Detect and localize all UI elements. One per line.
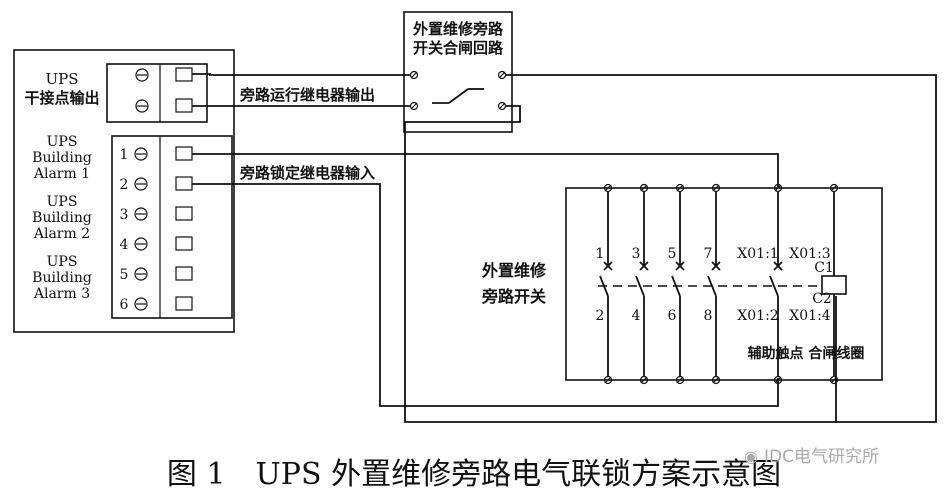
bypass-lock-relay-input-label: 旁路锁定继电器输入 bbox=[239, 164, 375, 182]
switch-title-line1: 外置维修 bbox=[481, 261, 547, 280]
alarm-1-label-line2: Building bbox=[32, 150, 92, 166]
coil-label-c1: C1 bbox=[814, 260, 834, 276]
alarm-2-label-line2: Building bbox=[32, 210, 92, 226]
bypass-closing-loop-box bbox=[403, 11, 513, 133]
contact-blade bbox=[671, 275, 681, 297]
screw-terminal-icon bbox=[675, 375, 685, 385]
screw-terminal-icon bbox=[134, 237, 148, 251]
switch-top-terminal: 5 bbox=[668, 246, 677, 262]
screw-terminal-icon bbox=[409, 101, 419, 111]
alarm-2-label-line1: UPS bbox=[47, 194, 78, 210]
watermark-text: IDC电气研究所 bbox=[764, 447, 879, 467]
switch-top-terminal: 7 bbox=[704, 246, 713, 262]
switch-bottom-terminal: 6 bbox=[668, 308, 677, 324]
figure-caption: 图 1 UPS 外置维修旁路电气联锁方案示意图 bbox=[167, 457, 781, 492]
wire bbox=[192, 73, 410, 76]
contact-mark bbox=[773, 261, 783, 271]
switch-bottom-terminal: 4 bbox=[632, 308, 641, 324]
screw-terminal-icon bbox=[134, 147, 148, 161]
bypass-running-relay-output-label: 旁路运行继电器输出 bbox=[239, 86, 375, 104]
screw-terminal-icon bbox=[409, 70, 419, 80]
wire bbox=[192, 183, 779, 407]
screw-terminal-icon bbox=[497, 101, 507, 111]
screw-terminal-icon bbox=[134, 297, 148, 311]
terminal-number: 2 bbox=[120, 177, 129, 193]
switch-bottom-terminal: 8 bbox=[704, 308, 713, 324]
screw-terminal-icon bbox=[829, 183, 839, 193]
switch-bottom-terminal: X01:4 bbox=[789, 308, 830, 324]
contact-mark bbox=[711, 261, 721, 271]
screw-terminal-icon bbox=[134, 267, 148, 281]
screw-terminal-icon bbox=[829, 375, 839, 385]
terminal-number: 4 bbox=[120, 237, 129, 253]
alarm-3-label-line2: Building bbox=[32, 270, 92, 286]
terminal-square-icon bbox=[175, 266, 193, 281]
wire bbox=[192, 153, 779, 188]
screw-terminal-icon bbox=[773, 183, 783, 193]
switch-top-terminal: 3 bbox=[632, 246, 641, 262]
screw-terminal-icon bbox=[603, 183, 613, 193]
switch-footer-label: 辅助触点 合闸线圈 bbox=[748, 345, 865, 362]
terminal-number: 6 bbox=[120, 297, 129, 313]
alarm-3-label-line1: UPS bbox=[47, 254, 78, 270]
screw-terminal-icon bbox=[135, 99, 149, 113]
wechat-icon: ◉ bbox=[744, 447, 758, 466]
ups-dry-contact-label-line1: UPS bbox=[45, 70, 78, 88]
screw-terminal-icon bbox=[134, 177, 148, 191]
alarm-terminal-block bbox=[111, 135, 233, 319]
watermark: ◉ IDC电气研究所 bbox=[744, 447, 879, 467]
switch-top-terminal: X01:1 bbox=[737, 246, 778, 262]
terminal-number: 1 bbox=[120, 147, 129, 163]
ups-dry-contact-label-line2: 干接点输出 bbox=[24, 89, 99, 107]
screw-terminal-icon bbox=[497, 70, 507, 80]
screw-terminal-icon bbox=[773, 375, 783, 385]
wire bbox=[506, 74, 937, 423]
wire bbox=[404, 105, 836, 423]
screw-terminal-icon bbox=[603, 375, 613, 385]
switch-bottom-terminal: 2 bbox=[596, 308, 605, 324]
coil-label-c2: C2 bbox=[812, 291, 832, 307]
contact-mark bbox=[603, 261, 613, 271]
screw-terminal-icon bbox=[639, 375, 649, 385]
alarm-2-label-line3: Alarm 2 bbox=[33, 226, 90, 242]
contact-blade bbox=[635, 275, 645, 297]
contact-mark bbox=[639, 261, 649, 271]
screw-terminal-icon bbox=[134, 207, 148, 221]
terminal-square-icon bbox=[175, 296, 193, 311]
screw-terminal-icon bbox=[135, 68, 149, 82]
switch-bottom-terminal: X01:2 bbox=[737, 308, 778, 324]
alarm-1-label-line1: UPS bbox=[47, 134, 78, 150]
contact-blade bbox=[707, 275, 717, 297]
screw-terminal-icon bbox=[711, 375, 721, 385]
contact-mark bbox=[675, 261, 685, 271]
terminal-number: 3 bbox=[120, 207, 129, 223]
screw-terminal-icon bbox=[675, 183, 685, 193]
switch-top-terminal: 1 bbox=[596, 246, 605, 262]
bypass-loop-title-line1: 外置维修旁路 bbox=[412, 20, 504, 38]
screw-terminal-icon bbox=[711, 183, 721, 193]
alarm-3-label-line3: Alarm 3 bbox=[33, 286, 90, 302]
terminal-square-icon bbox=[175, 206, 193, 221]
terminal-number: 5 bbox=[120, 267, 129, 283]
switch-title-line2: 旁路开关 bbox=[481, 287, 546, 306]
relay-contact-symbol bbox=[432, 88, 484, 104]
contact-blade bbox=[769, 275, 779, 297]
switch-top-terminal: X01:3 bbox=[789, 246, 830, 262]
bypass-switch-box bbox=[565, 187, 883, 381]
alarm-1-label-line3: Alarm 1 bbox=[33, 166, 90, 182]
screw-terminal-icon bbox=[639, 183, 649, 193]
terminal-square-icon bbox=[175, 236, 193, 251]
bypass-loop-title-line2: 开关合闸回路 bbox=[413, 39, 504, 57]
contact-blade bbox=[599, 275, 609, 297]
